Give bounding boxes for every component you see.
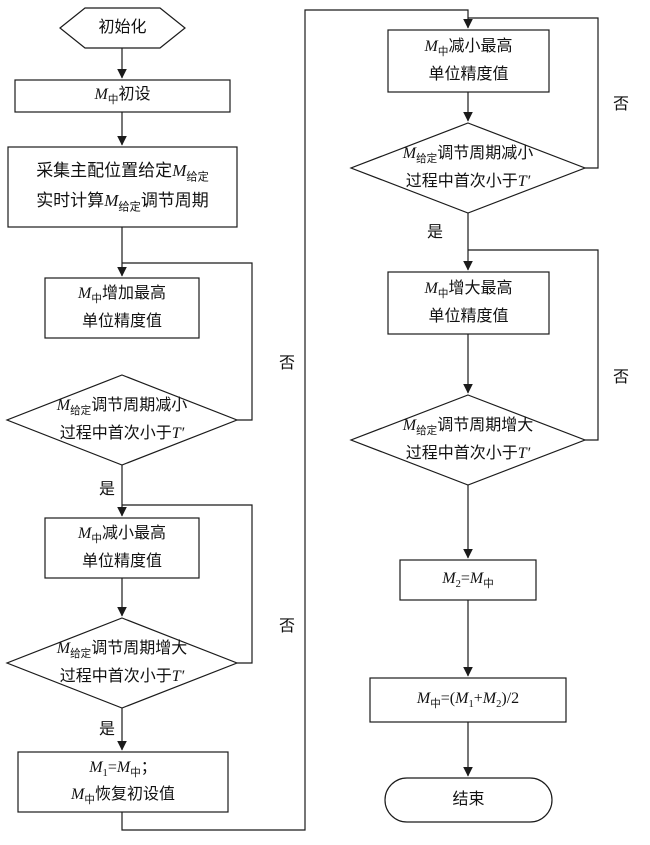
connector-loop-no-left-2 [122,504,253,664]
increase-right-box-shape [387,271,550,335]
check-decrease-right-diamond-shape [349,122,587,214]
connector-loop-no-right-1 [468,17,599,169]
start-hexagon-shape [59,7,186,49]
connector-loop-no-right-2 [468,249,599,441]
connector-loop-no-left-1 [122,262,253,421]
decrease-right-box-shape [387,29,550,93]
increase-left-box-shape [44,277,200,339]
preset-box-shape [14,79,231,113]
decrease-left-box-shape [44,517,200,579]
connector-m1-decr [121,9,473,831]
check-increase-right-diamond-shape [349,394,587,486]
m2-box-shape [399,559,537,601]
end-terminator-shape [384,777,553,823]
collect-box-shape [7,146,238,228]
check-increase-left-diamond-shape [5,617,239,709]
average-box-shape [369,677,567,723]
m1-box-shape [17,751,229,813]
check-decrease-left-diamond-shape [5,374,239,466]
